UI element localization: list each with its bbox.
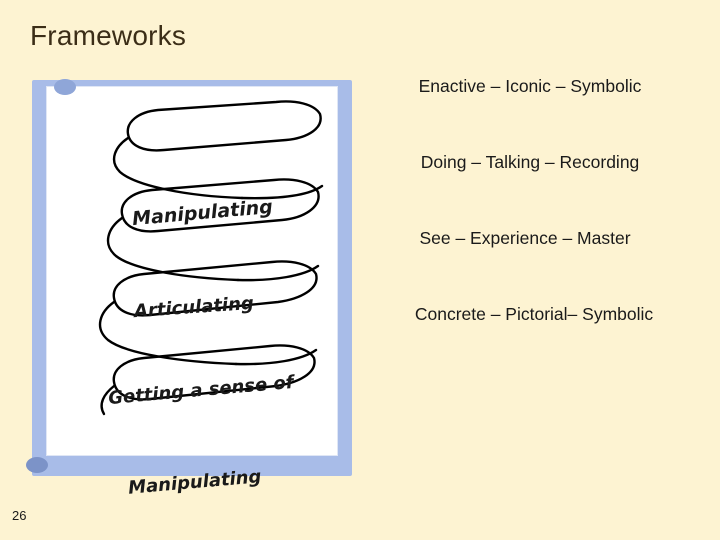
framework-line-3: See – Experience – Master — [419, 228, 631, 248]
frame-knob-top-icon — [54, 79, 76, 95]
spiral-path-icon — [98, 100, 324, 416]
page-title: Frameworks — [30, 20, 187, 51]
page-number: 26 — [12, 508, 27, 523]
framework-line-1: Enactive – Iconic – Symbolic — [418, 76, 642, 96]
frame-knob-bottom-icon — [26, 457, 48, 473]
framework-line-4: Concrete – Pictorial– Symbolic — [414, 304, 654, 324]
spiral-figure: Manipulating Articulating Getting a sens… — [24, 72, 352, 499]
framework-line-2: Doing – Talking – Recording — [420, 152, 640, 172]
